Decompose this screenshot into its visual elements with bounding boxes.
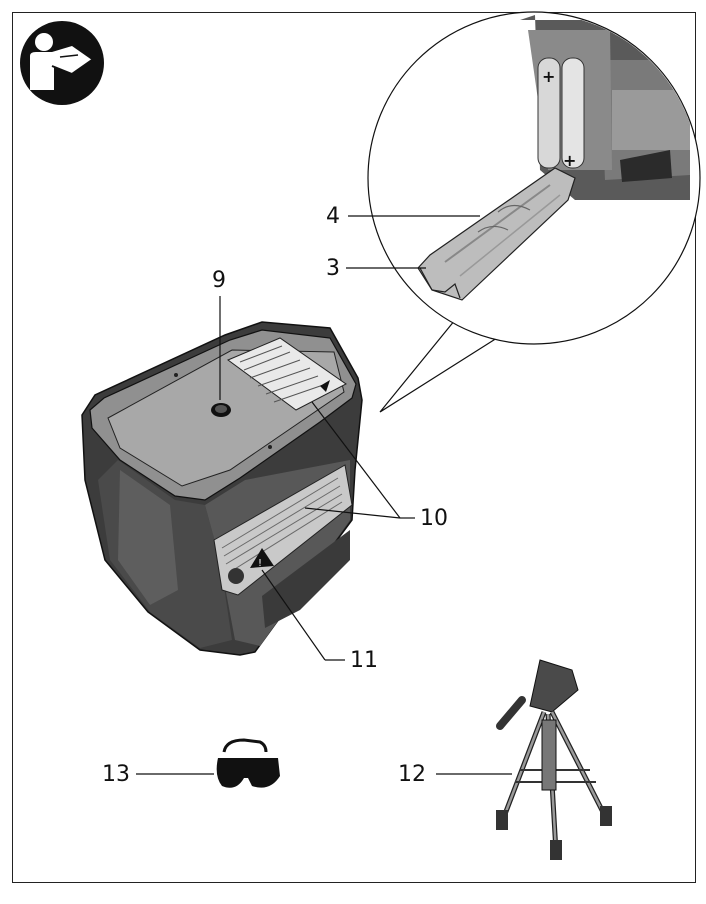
laser-glasses-illustration xyxy=(217,740,280,788)
laser-level-body: ! xyxy=(82,322,362,655)
svg-text:+: + xyxy=(563,151,576,170)
callout-10: 10 xyxy=(420,508,448,530)
callout-11: 11 xyxy=(350,650,378,672)
callout-12: 12 xyxy=(398,764,426,786)
tripod-illustration xyxy=(496,660,612,860)
callout-3: 3 xyxy=(326,258,340,280)
callout-13: 13 xyxy=(102,764,130,786)
svg-text:+: + xyxy=(542,67,555,86)
svg-text:!: ! xyxy=(258,558,262,569)
callout-4: 4 xyxy=(326,206,340,228)
read-manual-icon xyxy=(20,21,104,105)
callout-9: 9 xyxy=(212,270,226,292)
